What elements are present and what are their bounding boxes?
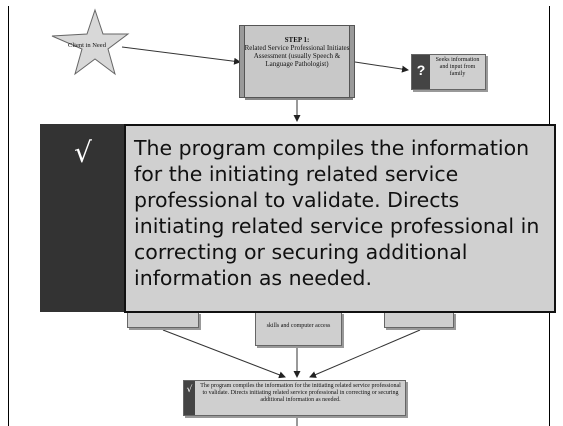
callout-check-icon: √ [74, 136, 92, 169]
start-node-label: Client in Need [68, 42, 106, 49]
check-icon: √ [184, 381, 195, 415]
arrow-right-to-bottom [309, 329, 421, 378]
frame-left-line [8, 6, 9, 426]
callout-text: The program compiles the information for… [134, 136, 540, 290]
callout-icon-panel [40, 124, 126, 312]
left-partial-box [127, 312, 199, 328]
step1-box: STEP 1: Related Service Professional Ini… [239, 25, 355, 98]
arrow-left-to-bottom [162, 329, 286, 379]
question-icon: ? [412, 55, 430, 89]
seek-info-text: Seeks information and input from family [435, 57, 480, 77]
step1-right-bar [349, 25, 355, 98]
arrow-star-to-step1 [121, 46, 241, 65]
arrow-step1-to-seek [354, 61, 409, 73]
compile-info-box: √ The program compiles the information f… [183, 380, 406, 416]
seek-info-box: ? Seeks information and input from famil… [411, 54, 486, 90]
middle-partial-box: skills and computer access [255, 312, 342, 346]
middle-partial-text: skills and computer access [266, 323, 331, 329]
right-partial-box [384, 312, 454, 328]
callout-box: The program compiles the information for… [124, 124, 556, 313]
star-shape [51, 8, 130, 76]
step1-title: STEP 1: [284, 36, 310, 44]
compile-info-text: The program compiles the information for… [200, 383, 401, 403]
step1-text: Related Service Professional Initiates A… [244, 44, 350, 68]
step1-left-bar [239, 25, 245, 98]
